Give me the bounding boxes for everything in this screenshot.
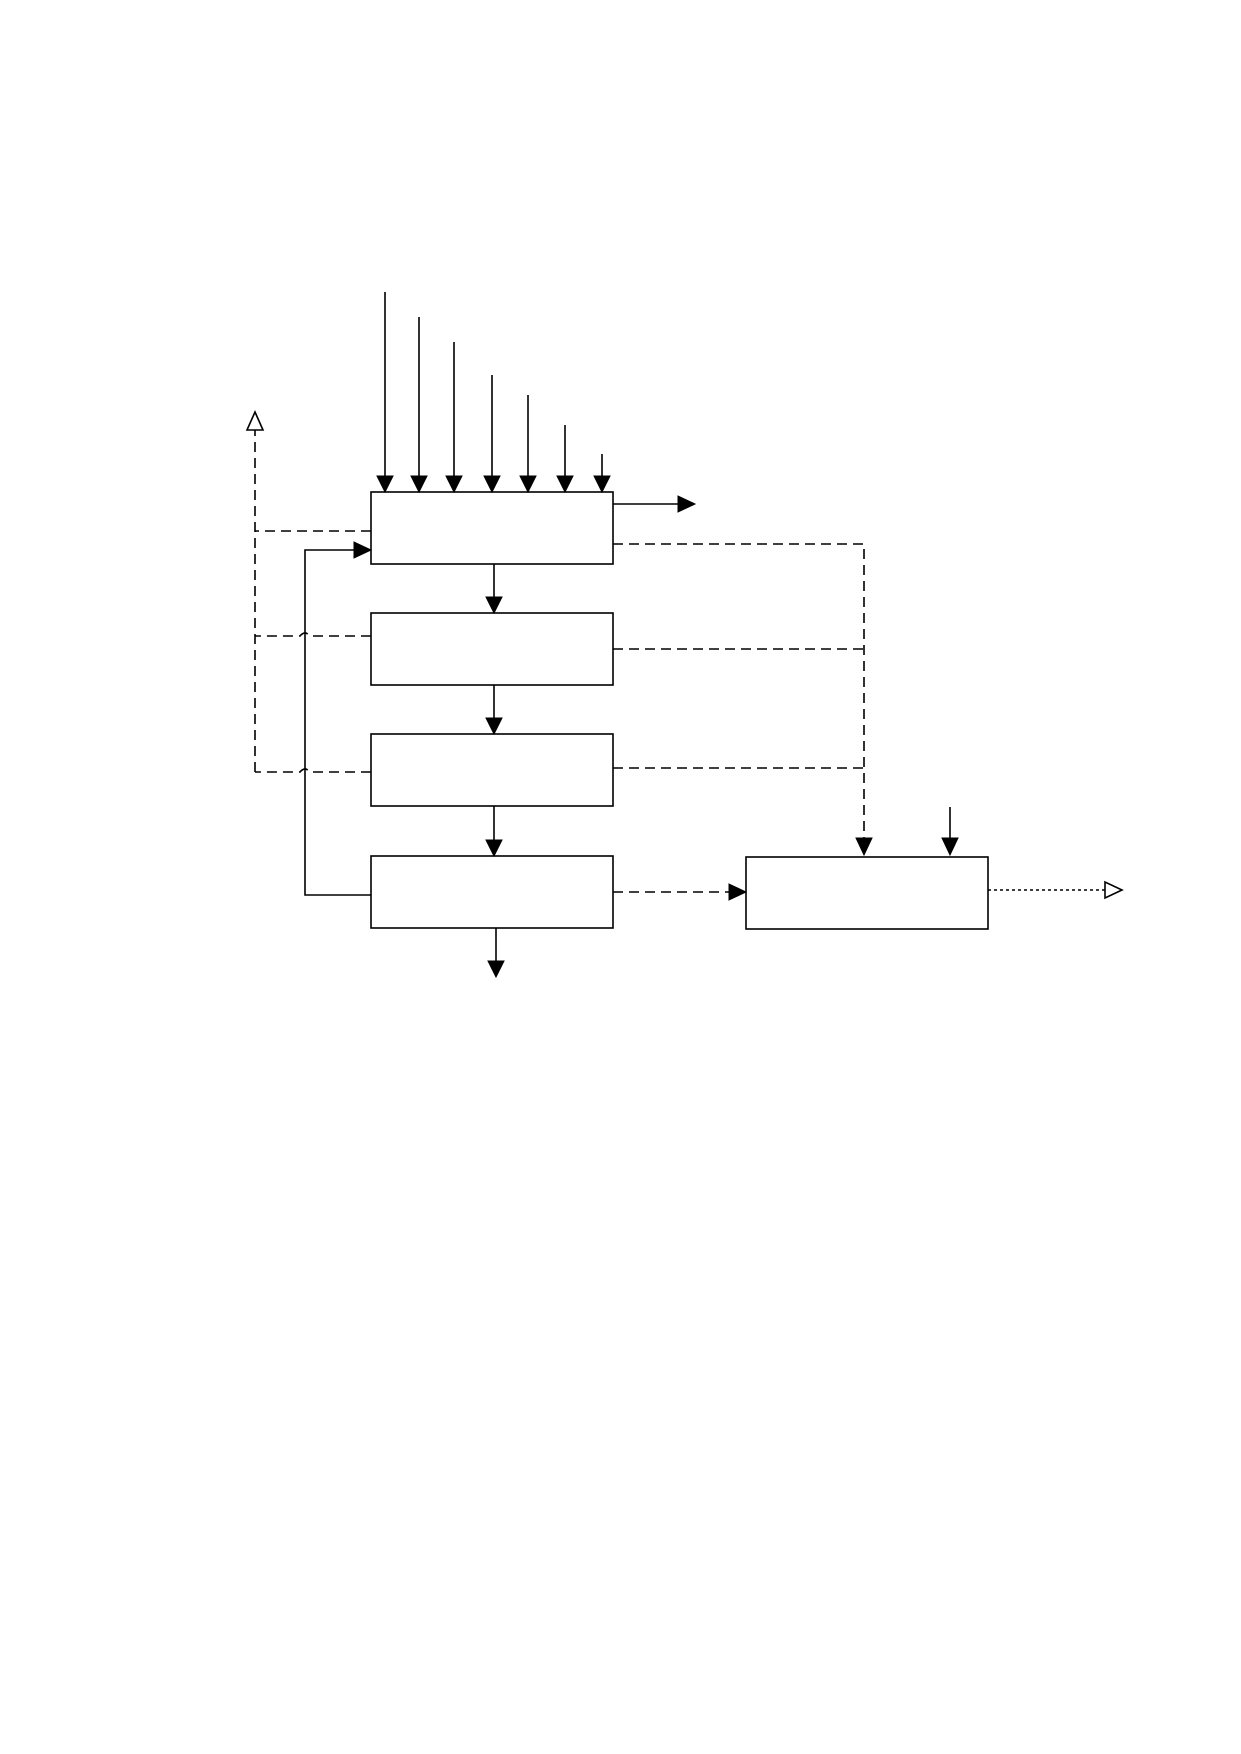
vent-open-arrowhead	[245, 410, 265, 431]
stage-2-box	[370, 612, 614, 686]
vent-left-lines	[245, 410, 371, 773]
side-input-arrowhead	[941, 837, 959, 857]
input-6-arrowhead	[556, 475, 574, 494]
input-1-arrowhead	[376, 475, 394, 494]
offgas-from-stage-1	[613, 543, 865, 838]
input-7-arrowhead	[593, 475, 611, 494]
offgas-stage-4-arrowhead	[728, 883, 748, 901]
feed-input-arrows	[376, 292, 611, 494]
side-unit-box	[745, 856, 989, 930]
side-output-open-arrowhead	[1104, 880, 1124, 900]
flow-3-4-arrowhead	[485, 839, 503, 858]
recycle-loop-arrowhead	[353, 541, 373, 559]
stage-4-box	[370, 855, 614, 929]
offgas-to-side-unit	[613, 543, 873, 901]
input-4-arrowhead	[483, 475, 501, 494]
vent-from-stage-3	[255, 768, 371, 773]
input-3-arrowhead	[445, 475, 463, 494]
input-2-arrowhead	[410, 475, 428, 494]
offgas-trunk-arrowhead	[855, 837, 873, 857]
vent-from-stage-2	[255, 632, 371, 637]
recycle-loop-line	[304, 549, 371, 896]
output-right-arrowhead	[677, 495, 697, 513]
stage-3-box	[370, 733, 614, 807]
flow-1-2-arrowhead	[485, 596, 503, 615]
input-5-arrowhead	[519, 475, 537, 494]
flow-2-3-arrowhead	[485, 717, 503, 736]
stage-1-box	[370, 491, 614, 565]
output-bottom-arrowhead	[487, 960, 505, 979]
